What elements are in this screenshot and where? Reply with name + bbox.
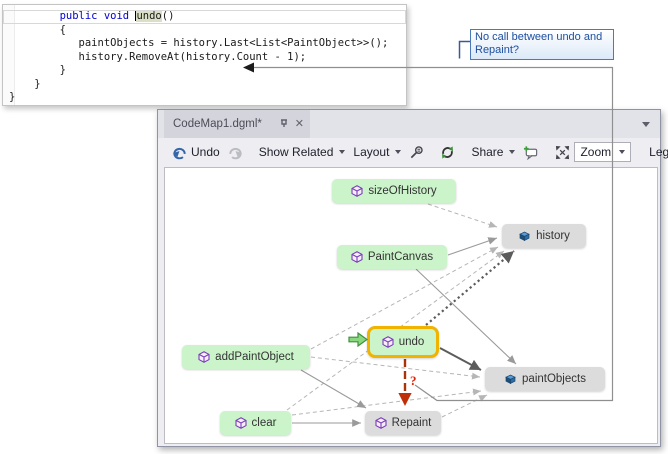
code-line: public void undo()	[3, 10, 406, 24]
chevron-down-icon	[395, 150, 402, 154]
redo-button[interactable]	[224, 143, 247, 162]
fit-to-screen-icon	[556, 145, 570, 159]
code-editor-snippet: public void undo() { paintObjects = hist…	[2, 4, 407, 106]
callout-elbow-line	[458, 40, 470, 59]
comment-icon	[524, 145, 538, 160]
graph-edge-PaintCanvas-to-history[interactable]	[447, 237, 498, 256]
graph-node-undo[interactable]: undo	[367, 326, 439, 358]
chevron-down-icon	[339, 150, 346, 154]
pin-icon[interactable]	[279, 117, 289, 131]
refresh-button[interactable]	[436, 143, 459, 162]
code-line: {	[9, 23, 66, 36]
layout-label: Layout	[353, 145, 390, 159]
text-cursor	[135, 10, 137, 21]
node-label: Repaint	[391, 417, 432, 429]
chevron-down-icon	[619, 150, 626, 154]
share-dropdown[interactable]: Share	[467, 143, 519, 161]
show-related-label: Show Related	[258, 145, 334, 159]
graph-edge-sizeOfHistory-to-history[interactable]	[427, 203, 498, 228]
find-button[interactable]	[405, 143, 428, 162]
node-label: PaintCanvas	[367, 251, 434, 263]
graph-edge-undo-to-paintObjects[interactable]	[439, 347, 482, 371]
tab-bar: CodeMap1.dgml* ✕	[158, 110, 660, 138]
field-icon	[505, 374, 516, 384]
node-label: undo	[398, 336, 425, 348]
field-icon	[519, 231, 530, 241]
editor-margin	[3, 5, 15, 105]
undo-button[interactable]: Undo	[168, 143, 224, 162]
node-label: history	[536, 230, 570, 242]
method-icon	[382, 336, 394, 348]
zoom-label: Zoom	[580, 145, 612, 159]
code-line: history.RemoveAt(history.Count - 1);	[9, 50, 307, 63]
graph-node-history[interactable]: history	[502, 224, 586, 248]
graph-edge-Repaint-to-paintObjects[interactable]	[441, 394, 488, 418]
method-icon	[375, 417, 387, 429]
show-related-dropdown[interactable]: Show Related	[255, 143, 350, 161]
tab-title: CodeMap1.dgml*	[173, 118, 262, 130]
graph-edge-clear-to-paintObjects[interactable]	[291, 388, 482, 416]
legend-button[interactable]: Legend	[645, 143, 668, 161]
node-label: addPaintObject	[215, 351, 294, 363]
undo-icon	[173, 147, 186, 159]
comment-callout[interactable]: No call between undo and Repaint?	[470, 29, 614, 60]
code-line: }	[9, 77, 41, 90]
graph-node-addPaintObject[interactable]: addPaintObject	[182, 345, 310, 369]
tab-codemap[interactable]: CodeMap1.dgml* ✕	[164, 110, 310, 138]
method-icon	[234, 417, 247, 429]
nav-pointer-icon	[348, 332, 368, 347]
graph-node-clear[interactable]: clear	[220, 411, 291, 435]
node-label: paintObjects	[522, 373, 586, 385]
refresh-icon	[442, 145, 454, 159]
graph-node-paintObjects[interactable]: paintObjects	[485, 367, 605, 391]
code-line: }	[9, 64, 66, 76]
close-icon[interactable]: ✕	[294, 117, 304, 130]
graph-node-PaintCanvas[interactable]: PaintCanvas	[337, 245, 447, 269]
node-label: sizeOfHistory	[368, 185, 437, 197]
graph-node-sizeOfHistory[interactable]: sizeOfHistory	[332, 179, 456, 203]
method-icon	[351, 251, 363, 263]
method-icon	[351, 185, 363, 197]
code-line: }	[9, 91, 16, 103]
share-label: Share	[471, 145, 504, 159]
redo-icon	[229, 147, 242, 159]
code-map-window: CodeMap1.dgml* ✕ Undo Show Related Layou…	[157, 109, 668, 447]
comment-callout-text: No call between undo and Repaint?	[475, 31, 603, 56]
undo-label: Undo	[191, 145, 220, 159]
legend-label: Legend	[649, 145, 668, 159]
edge-question-label: ?	[410, 373, 417, 388]
graph-edges	[286, 203, 517, 427]
window-menu-caret-icon[interactable]	[642, 122, 650, 127]
toolbar: Undo Show Related Layout Share	[158, 138, 668, 166]
zoom-combo[interactable]: Zoom	[574, 142, 632, 162]
new-comment-button[interactable]	[519, 143, 543, 162]
node-label: clear	[251, 417, 277, 429]
code-line: paintObjects = history.Last<List<PaintOb…	[9, 37, 389, 49]
fit-to-screen-button[interactable]	[551, 143, 574, 162]
graph-node-Repaint[interactable]: Repaint	[365, 411, 441, 435]
chevron-down-icon	[509, 150, 516, 154]
code-lines[interactable]: public void undo() { paintObjects = hist…	[3, 10, 406, 105]
method-icon	[198, 351, 210, 363]
find-icon	[411, 145, 424, 158]
layout-dropdown[interactable]: Layout	[349, 143, 405, 161]
graph-edge-addPaintObject-to-paintObjects[interactable]	[310, 356, 481, 380]
